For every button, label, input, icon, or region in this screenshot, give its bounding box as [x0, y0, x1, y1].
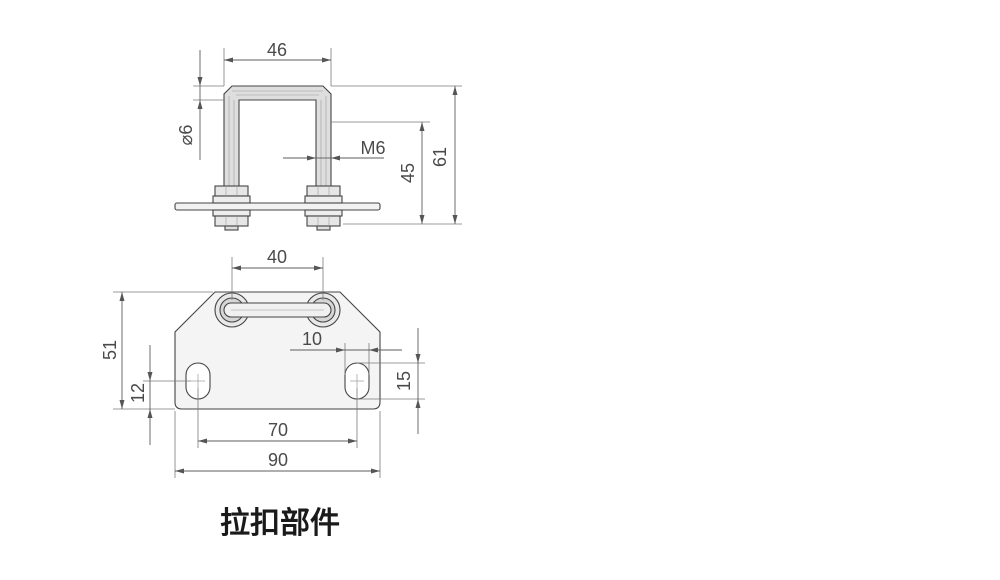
dimension-label: ⌀6	[176, 125, 196, 146]
dimension-plate-width: 90	[174, 411, 381, 478]
thread-label: M6	[360, 138, 385, 158]
dimension-height-a: 45	[331, 121, 430, 224]
dimension-width: 46	[223, 40, 332, 86]
dimension-label: 10	[302, 329, 322, 349]
dimension-hole-spacing: 40	[231, 247, 324, 300]
nut-stack-left	[212, 185, 251, 231]
dimension-slot-length: 15	[357, 328, 425, 434]
thread-callout: M6	[283, 138, 386, 161]
dimension-label: 70	[268, 420, 288, 440]
dimension-label: 12	[128, 383, 148, 403]
plan-view: 40 51 12 10	[100, 247, 425, 478]
dimension-label: 46	[267, 40, 287, 60]
dimension-rod-diameter: ⌀6	[176, 50, 224, 160]
bolt-bosses	[214, 292, 341, 328]
dimension-label: 61	[430, 147, 450, 167]
dimension-slot-offset: 12	[128, 345, 191, 445]
dimension-slot-spacing: 70	[197, 388, 358, 448]
dimension-label: 40	[267, 247, 287, 267]
dimension-slot-width: 10	[290, 329, 402, 375]
u-bolt	[223, 85, 332, 197]
dimension-label: 51	[100, 340, 120, 360]
dimension-height-b: 61	[331, 85, 462, 225]
dimension-label: 90	[268, 450, 288, 470]
drawing-caption: 拉扣部件	[220, 506, 340, 541]
dimension-plate-depth: 51	[100, 291, 213, 410]
dimension-label: 15	[394, 371, 414, 391]
dimension-label: 45	[398, 163, 418, 183]
base-plate-side	[174, 202, 381, 211]
side-view: 46 ⌀6 M6 45 61	[174, 40, 462, 231]
nut-stack-right	[304, 185, 343, 231]
